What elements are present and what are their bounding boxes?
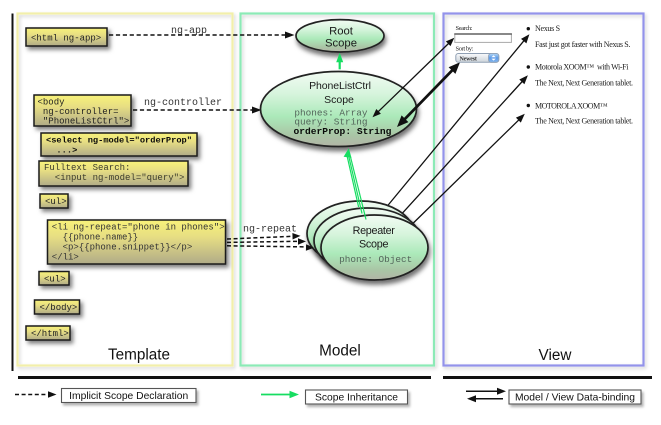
svg-text:Repeater: Repeater <box>353 225 396 237</box>
svg-text:ng-app: ng-app <box>171 26 207 37</box>
svg-text:The Next, Next Generation tabl: The Next, Next Generation tablet. <box>535 78 633 87</box>
svg-text:ng-controller: ng-controller <box>144 97 222 109</box>
svg-text:<html ng-app>: <html ng-app> <box>31 34 101 44</box>
svg-text:Fast just got faster with Nexu: Fast just got faster with Nexus S. <box>535 40 630 49</box>
svg-text:PhoneListCtrl: PhoneListCtrl <box>309 80 371 92</box>
svg-text:</body>: </body> <box>40 303 78 313</box>
svg-text:Motorola XOOM™ with Wi-Fi: Motorola XOOM™ with Wi-Fi <box>535 63 629 72</box>
svg-text:Sort by:: Sort by: <box>456 46 474 53</box>
svg-text:Root: Root <box>329 26 354 38</box>
svg-text:phone: Object: phone: Object <box>339 254 412 265</box>
svg-text:Scope: Scope <box>324 94 354 106</box>
svg-text:ng-repeat: ng-repeat <box>243 225 297 236</box>
svg-text:<select ng-model="orderProp": <select ng-model="orderProp" ...> <box>46 136 192 156</box>
svg-text:Fulltext Search: <input ng-mo: Fulltext Search: <input ng-model="query"… <box>44 163 184 183</box>
svg-text:Scope Inheritance: Scope Inheritance <box>315 393 398 404</box>
svg-text:Newest: Newest <box>460 56 477 62</box>
svg-text:The Next, Next Generation tabl: The Next, Next Generation tablet. <box>535 116 633 125</box>
svg-text:MOTOROLA XOOM™: MOTOROLA XOOM™ <box>535 101 608 110</box>
svg-text:Scope: Scope <box>325 38 357 50</box>
svg-text:Template: Template <box>108 346 170 363</box>
svg-text:Implicit Scope Declaration: Implicit Scope Declaration <box>69 391 188 402</box>
svg-text:Nexus S: Nexus S <box>535 24 560 33</box>
svg-text:<body ng-controller= "PhoneLis: <body ng-controller= "PhoneListCtrl"> <box>38 98 130 127</box>
svg-text:</html>: </html> <box>31 329 69 339</box>
svg-text:<ul>: <ul> <box>44 275 66 285</box>
svg-text:orderProp: String: orderProp: String <box>294 126 392 137</box>
svg-text:<ul>: <ul> <box>45 197 67 207</box>
svg-text:Search:: Search: <box>456 25 473 32</box>
svg-text:Model: Model <box>319 343 361 360</box>
svg-text:phones: Array: phones: Array <box>294 108 368 119</box>
svg-text:Model / View Data-binding: Model / View Data-binding <box>515 393 635 404</box>
svg-text:query: String: query: String <box>294 117 367 128</box>
svg-text:<li ng-repeat="phone in phones: <li ng-repeat="phone in phones"> {{phone… <box>52 223 225 263</box>
svg-text:Scope: Scope <box>359 238 388 250</box>
svg-text:View: View <box>539 347 573 364</box>
